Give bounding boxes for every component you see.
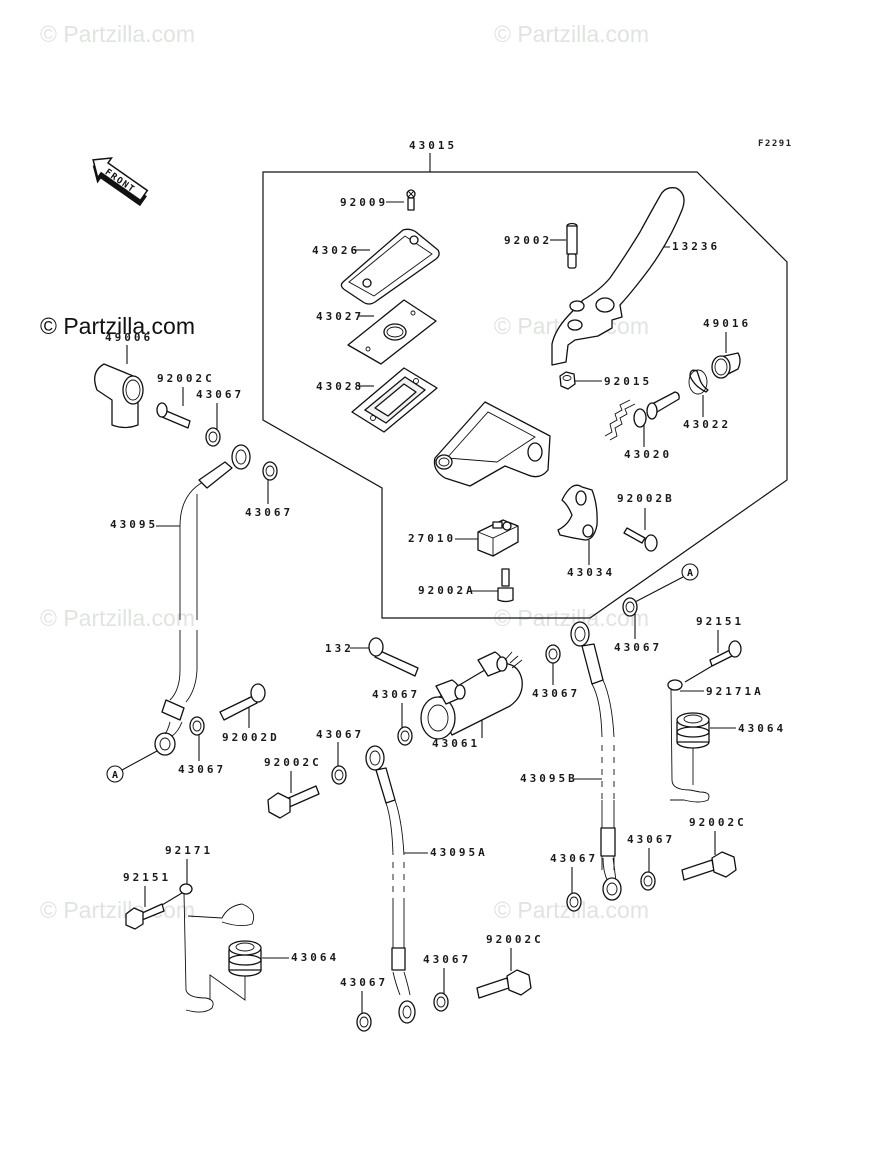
part-label-92009: 92009 [340,196,388,209]
part-label-43061: 43061 [432,737,480,750]
part-label-43067: 43067 [614,641,662,654]
washer-43067[interactable] [640,871,656,891]
part-label-92002D: 92002D [222,731,280,744]
circlip-43022[interactable] [688,369,709,395]
part-label-92002: 92002 [504,234,552,247]
hose-clamp-92171[interactable] [179,883,255,1013]
part-label-43095: 43095 [110,518,158,531]
nut-92015[interactable] [559,371,576,390]
part-label-132: 132 [325,642,354,655]
brake-hose-43095B[interactable] [570,621,622,901]
reference-marker-a [681,563,699,581]
washer-43067[interactable] [331,765,347,785]
diaphragm-43028[interactable] [351,367,438,433]
part-label-49016: 49016 [703,317,751,330]
part-label-92002B: 92002B [617,492,675,505]
reference-marker-text: A [112,770,118,781]
part-label-92015: 92015 [604,375,652,388]
watermark: © Partzilla.com [40,605,195,631]
part-label-43067: 43067 [316,728,364,741]
part-label-92002C: 92002C [157,372,215,385]
clamp-43034[interactable] [557,484,598,541]
part-label-43067: 43067 [340,976,388,989]
part-label-43015: 43015 [409,139,457,152]
piston-assembly-43020[interactable] [604,391,680,441]
part-label-43034: 43034 [567,566,615,579]
screw-92009[interactable] [406,189,416,211]
part-label-43067: 43067 [245,506,293,519]
watermark: © Partzilla.com [40,897,195,923]
part-label-43064: 43064 [291,951,339,964]
washer-43067[interactable] [205,427,221,447]
diaphragm-plate-43027[interactable] [347,299,437,365]
bolt-92151[interactable] [125,903,165,930]
part-label-49006: 49006 [105,331,153,344]
front-arrow-icon: FRONT [92,157,149,207]
watermark-logo: © Partzilla.com [40,313,195,339]
dust-boot-49016[interactable] [711,352,741,379]
bolt-92151[interactable] [709,640,742,667]
brake-lever-13236[interactable] [551,187,685,366]
hose-clamp-92171A[interactable] [667,679,710,803]
brake-hose-43095A[interactable] [365,745,416,1024]
part-label-43028: 43028 [316,380,364,393]
part-label-13236: 13236 [672,240,720,253]
part-label-92151: 92151 [123,871,171,884]
grommet-43064[interactable] [209,940,262,1001]
washer-43067[interactable] [356,1012,372,1032]
rear-master-cylinder-43061[interactable] [420,651,523,740]
reservoir-cap-43026[interactable] [340,228,440,305]
figure-code: F2291 [758,139,793,149]
banjo-bolt-92002C[interactable] [681,851,737,881]
watermark: © Partzilla.com [494,21,649,47]
part-label-43067: 43067 [532,687,580,700]
part-label-43067: 43067 [423,953,471,966]
washer-43067[interactable] [189,716,205,736]
screw-92002A[interactable] [497,568,514,603]
part-label-92002C: 92002C [689,816,747,829]
bolt-132[interactable] [368,637,419,677]
washer-43067[interactable] [397,726,413,746]
part-label-92171A: 92171A [706,685,764,698]
washer-43067[interactable] [622,597,638,617]
part-label-27010: 27010 [408,532,456,545]
washer-43067[interactable] [262,461,278,481]
cap-49006[interactable] [94,363,144,429]
reference-marker-a [106,765,124,783]
part-label-43067: 43067 [372,688,420,701]
pivot-bolt-92002[interactable] [566,222,578,269]
part-label-43067: 43067 [627,833,675,846]
washer-43067[interactable] [433,992,449,1012]
part-label-43064: 43064 [738,722,786,735]
watermark: © Partzilla.com [40,21,195,47]
banjo-bolt-92002C[interactable] [156,402,191,429]
part-label-92002C: 92002C [486,933,544,946]
washer-43067[interactable] [545,644,561,664]
part-label-43095B: 43095B [520,772,578,785]
part-label-43020: 43020 [624,448,672,461]
banjo-bolt-92002D[interactable] [219,683,266,721]
banjo-bolt-92002C[interactable] [267,785,320,819]
part-label-92002A: 92002A [418,584,476,597]
part-label-43067: 43067 [550,852,598,865]
part-label-43067: 43067 [178,763,226,776]
part-label-43067: 43067 [196,388,244,401]
brake-hose-43095[interactable] [154,444,251,756]
part-label-92151: 92151 [696,615,744,628]
bolt-92002B[interactable] [623,527,658,552]
part-label-43022: 43022 [683,418,731,431]
part-label-92002C: 92002C [264,756,322,769]
part-label-92171: 92171 [165,844,213,857]
banjo-bolt-92002C[interactable] [476,969,532,999]
reference-marker-text: A [687,568,693,579]
washer-43067[interactable] [566,892,582,912]
brake-light-switch-27010[interactable] [477,519,519,557]
master-cylinder-body[interactable] [433,401,551,487]
grommet-43064[interactable] [676,712,710,785]
part-label-43026: 43026 [312,244,360,257]
part-label-43095A: 43095A [430,846,488,859]
part-label-43027: 43027 [316,310,364,323]
assembly-frame [262,171,788,619]
